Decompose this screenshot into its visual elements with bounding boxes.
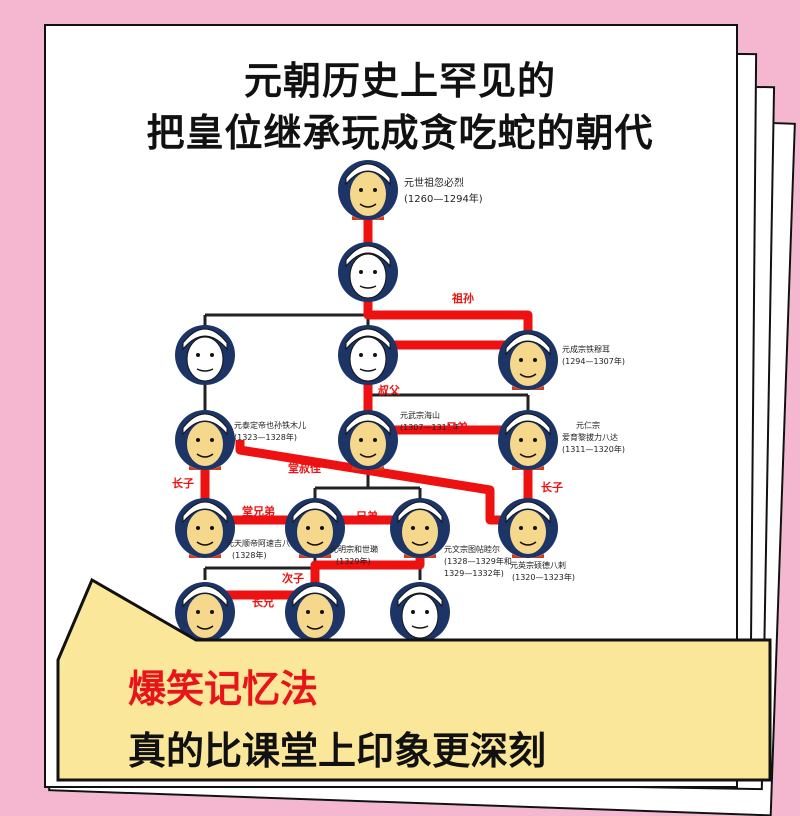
emperor-portrait-icon	[389, 581, 451, 643]
emperor-portrait-icon	[284, 581, 346, 643]
emperor-portrait-icon	[337, 409, 399, 471]
wenzong-years: (1328—1329年和	[444, 556, 512, 566]
emperor-portrait-icon	[337, 241, 399, 303]
shizu-years: (1260—1294年)	[404, 192, 483, 205]
emperor-portrait-icon	[337, 159, 399, 221]
tianshun-years: (1328年)	[232, 550, 267, 560]
emperor-portrait-icon	[337, 324, 399, 386]
relation-zhangxiong: 长兄	[252, 595, 274, 609]
emperor-portrait-icon	[497, 329, 559, 391]
renzong-name2: 爱育黎拔力八达	[562, 432, 618, 442]
caption-line-2: 真的比课堂上印象更深刻	[128, 729, 547, 773]
title-line-2: 把皇位继承玩成贪吃蛇的朝代	[146, 111, 654, 155]
taiding-name: 元泰定帝也孙铁木儿	[234, 420, 306, 430]
relation-zhangzi-1: 长子	[172, 476, 194, 490]
mingzong-name: 元明宗和世瓎	[330, 544, 378, 554]
title-line-1: 元朝历史上罕见的	[243, 59, 556, 103]
caption-bubble	[56, 577, 772, 782]
shizu-name: 元世祖忽必烈	[404, 176, 464, 189]
emperor-portrait-icon	[174, 409, 236, 471]
mingzong-years: (1329年)	[336, 556, 371, 566]
emperor-portrait-icon	[174, 324, 236, 386]
tianshun-name: 元天顺帝阿速吉八	[226, 538, 290, 548]
emperor-portrait-icon	[389, 497, 451, 559]
relation-xiongdi-1: 兄弟	[445, 420, 468, 434]
emperor-portrait-icon	[497, 497, 559, 559]
chengzong-years: (1294—1307年)	[562, 356, 625, 366]
relation-zusun: 祖孙	[451, 291, 474, 305]
wenzong-years2: 1329—1332年)	[444, 568, 504, 578]
wuzong-years: (1307—1311年)	[400, 422, 463, 432]
emperor-portrait-icon	[497, 409, 559, 471]
chengzong-name: 元成宗铁穆耳	[562, 344, 610, 354]
wuzong-name: 元武宗海山	[400, 410, 440, 420]
yingzong-years: (1320—1323年)	[512, 572, 575, 582]
wenzong-name: 元文宗图帖睦尔	[444, 544, 500, 554]
yingzong-name: 元英宗硕德八剌	[510, 560, 566, 570]
renzong-years: (1311—1320年)	[562, 444, 625, 454]
renzong-name: 元仁宗	[576, 420, 600, 430]
relation-shufu: 叔父	[378, 383, 401, 397]
relation-tangxiongdi: 堂兄弟	[242, 504, 275, 518]
taiding-years: (1323—1328年)	[234, 432, 297, 442]
emperor-portrait-icon	[174, 497, 236, 559]
relation-xiongdi-2: 兄弟	[355, 509, 378, 523]
caption-line-1: 爆笑记忆法	[128, 667, 319, 711]
relation-zhangzi-2: 长子	[541, 480, 563, 494]
relation-cizi: 次子	[282, 571, 304, 585]
relation-tangshuzhi: 堂叔侄	[288, 461, 321, 475]
